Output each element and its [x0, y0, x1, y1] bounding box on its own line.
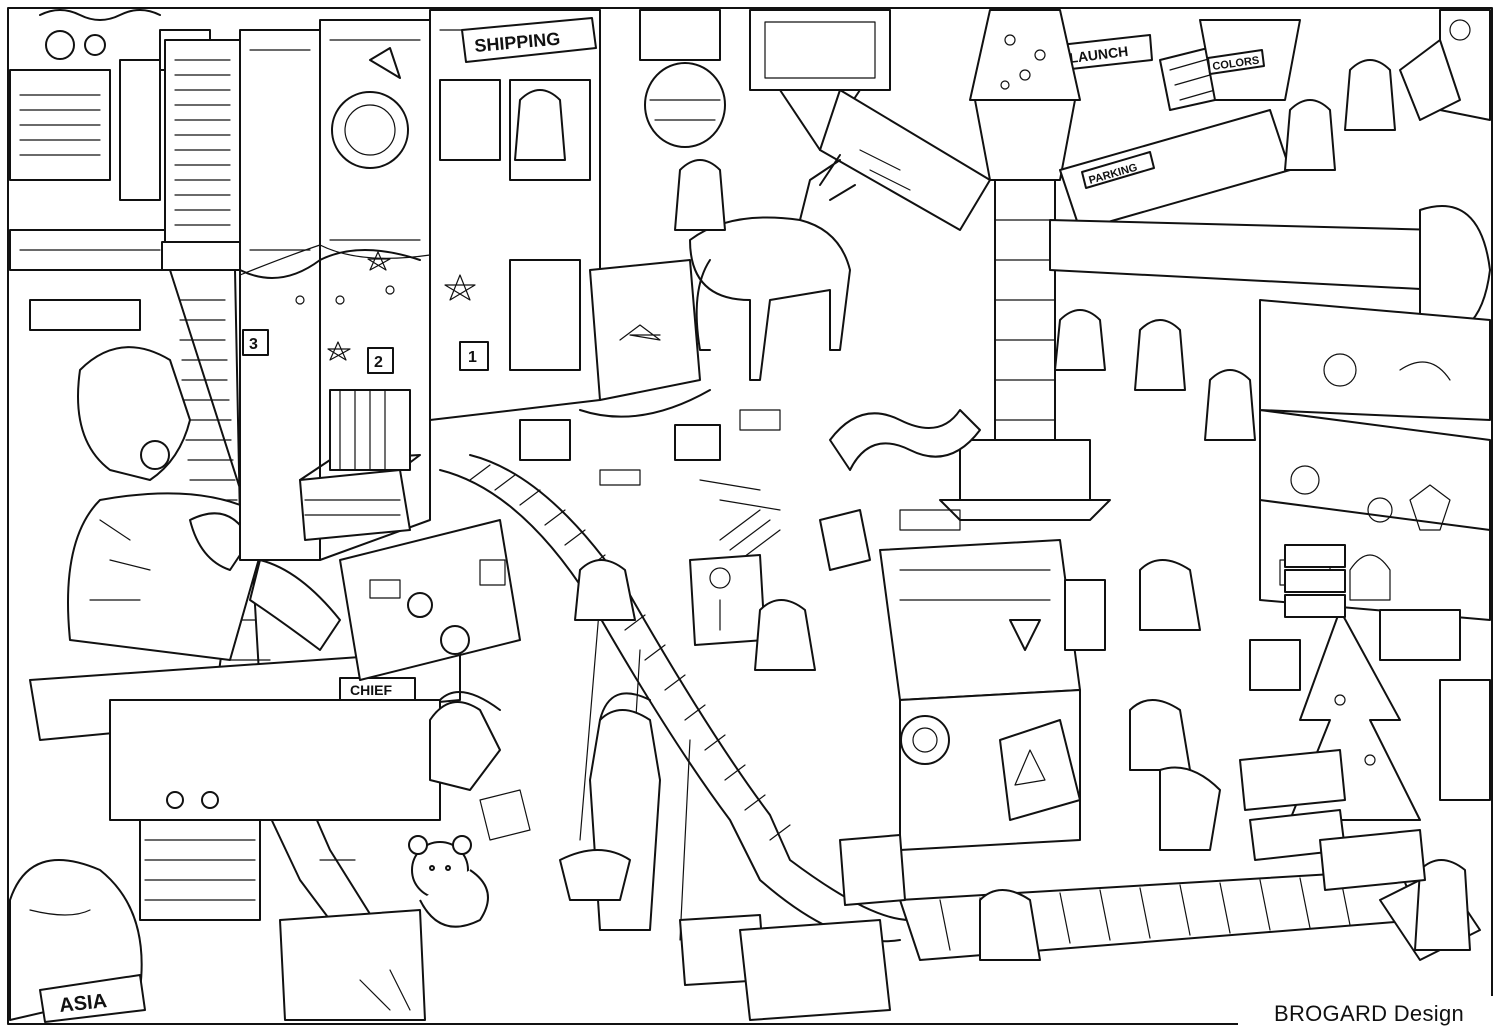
asia-tag: ASIA — [58, 990, 108, 1017]
toy-machine — [879, 539, 1106, 851]
launch-sign: LAUNCH — [1068, 43, 1129, 66]
control-panel — [339, 519, 521, 681]
chief-desk: CHIEF — [29, 649, 461, 921]
colors-bucket: COLORS — [1199, 19, 1301, 101]
sleigh — [579, 259, 711, 418]
asia-sack: ASIA — [9, 859, 146, 1023]
bottom-boxes — [279, 749, 1426, 1021]
garland — [239, 244, 431, 305]
robot-cabinet — [689, 554, 766, 646]
teddy-bear — [408, 835, 489, 928]
station-2-label: 2 — [374, 354, 383, 371]
top-right-pipes — [1399, 9, 1491, 121]
top-center-machinery — [639, 9, 991, 231]
right-toy-boxes — [1249, 544, 1491, 801]
station-1-label: 1 — [468, 349, 477, 366]
list-board — [161, 39, 245, 271]
reindeer — [689, 154, 856, 381]
chief-sign: CHIEF — [350, 682, 392, 698]
brogard-design-watermark: BROGARD Design — [1238, 996, 1500, 1032]
floor-toys — [519, 409, 981, 571]
station-3-label: 3 — [249, 336, 258, 353]
toy-chest — [299, 389, 421, 541]
top-left-machinery — [9, 9, 211, 331]
parking-pipe: PARKING — [1049, 109, 1491, 335]
page-border — [7, 7, 1493, 1025]
elf-figures — [429, 59, 1471, 961]
dispenser-tower — [939, 9, 1111, 521]
